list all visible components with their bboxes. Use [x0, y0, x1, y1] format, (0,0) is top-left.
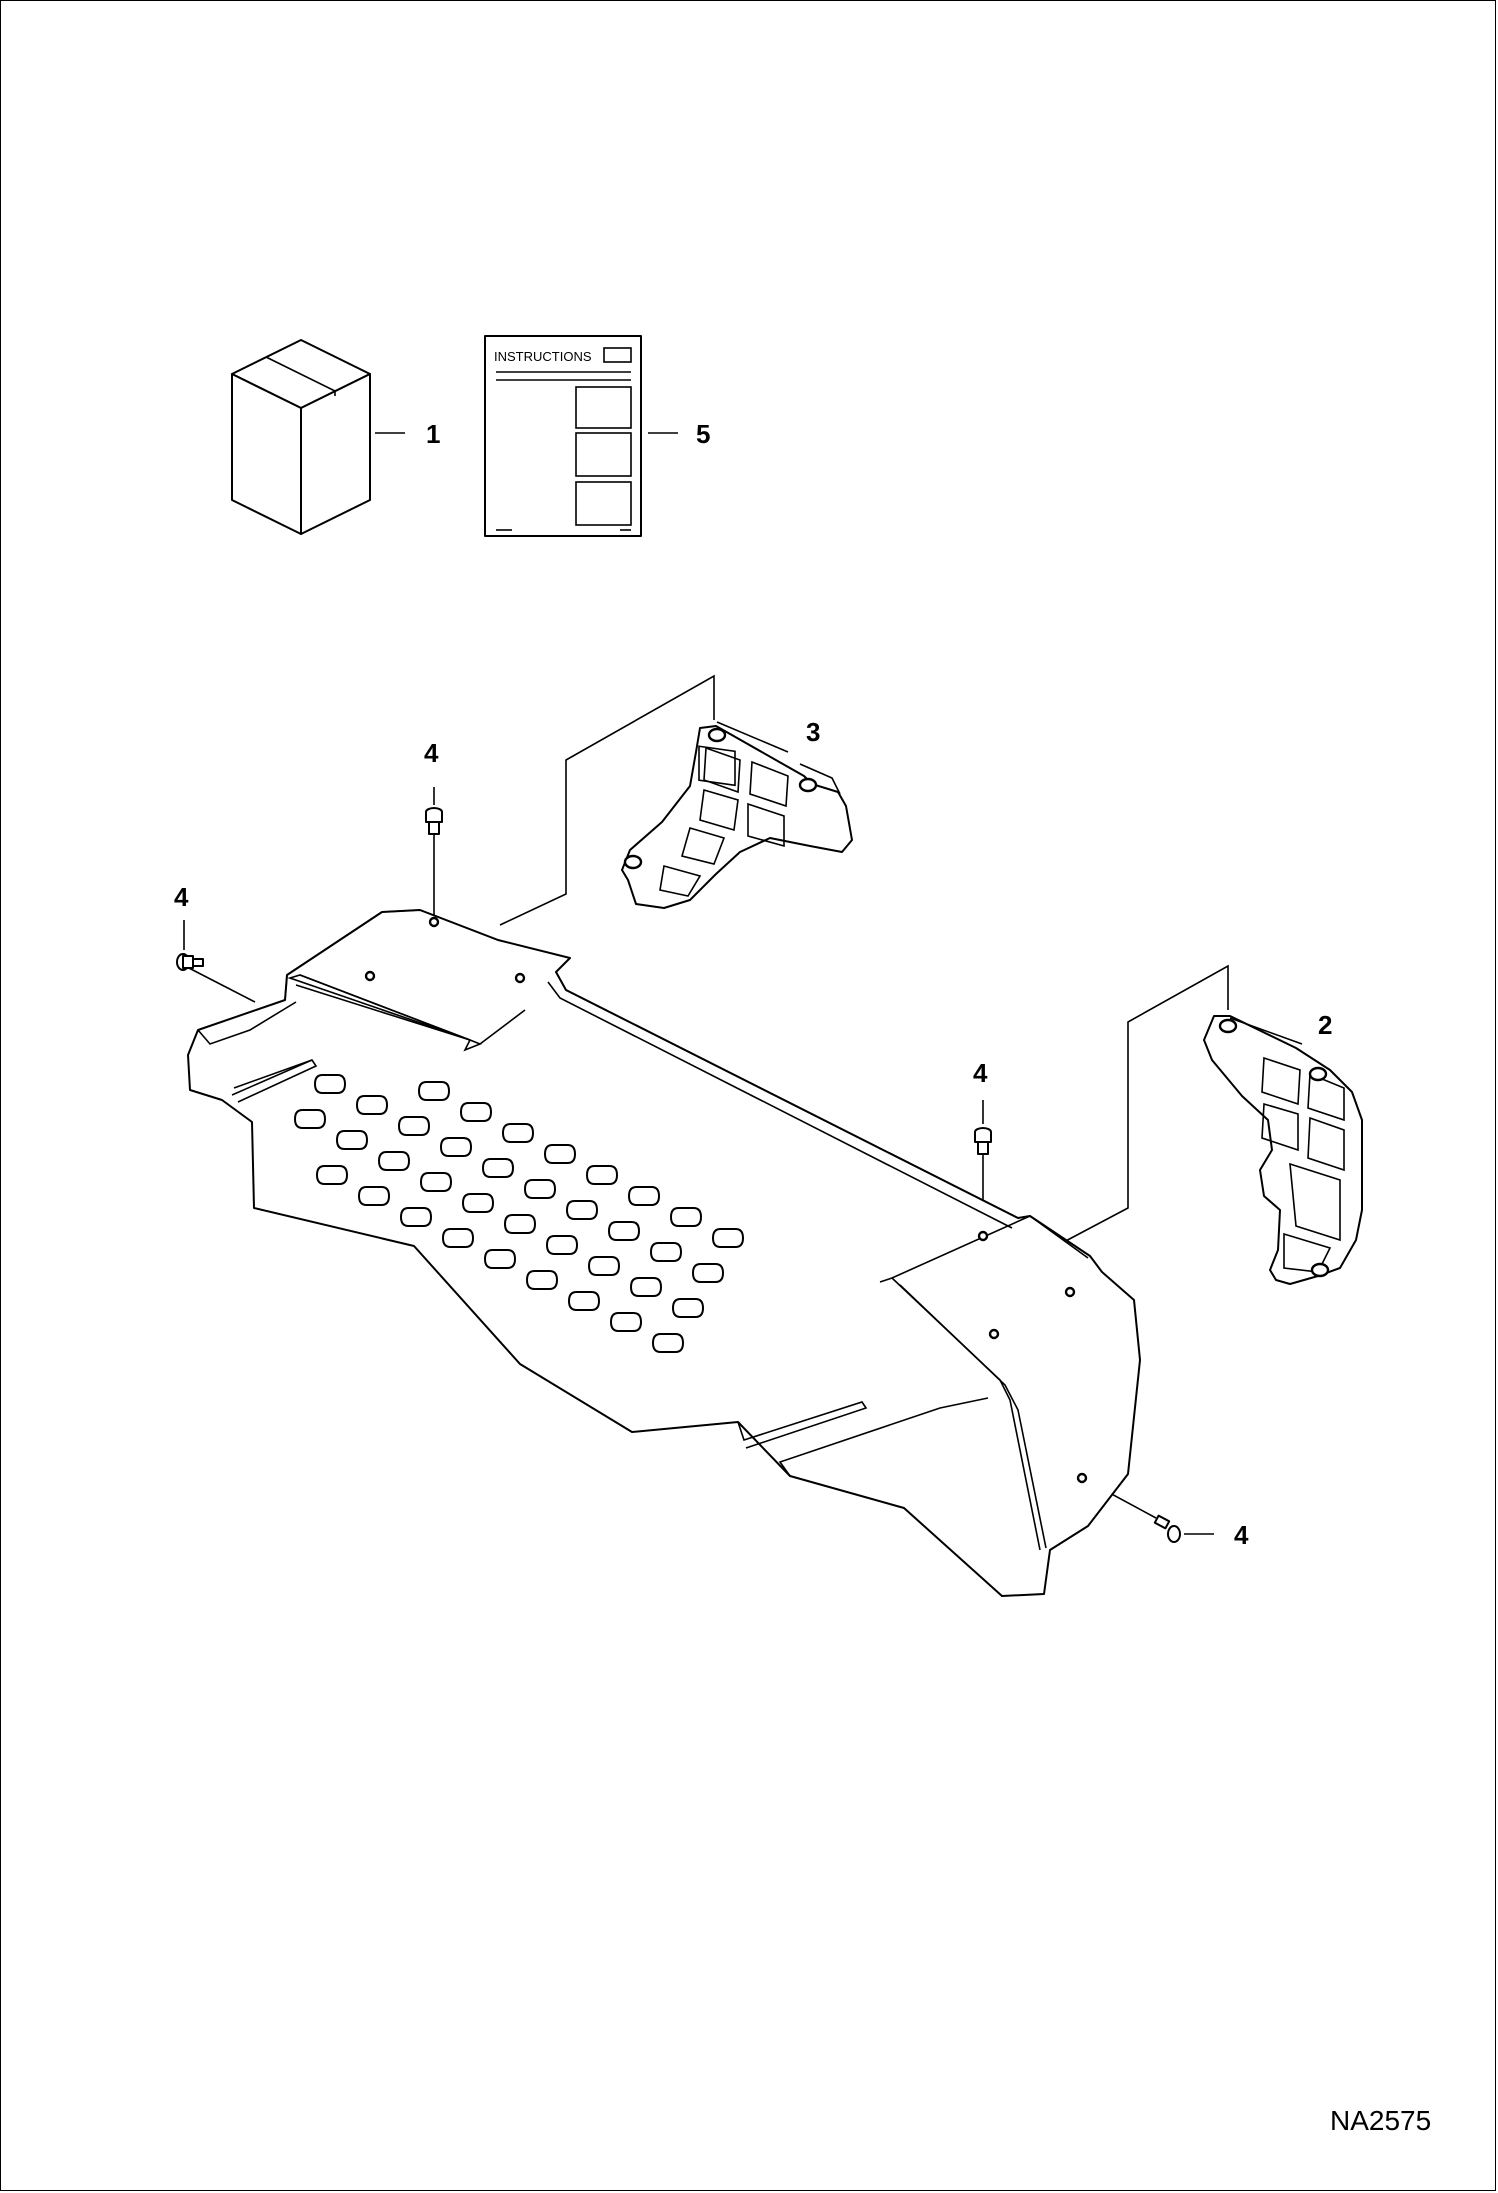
step-opening	[607, 1221, 641, 1241]
step-opening	[357, 1186, 391, 1206]
instructions-label: INSTRUCTIONS	[494, 349, 592, 364]
step-opening	[441, 1228, 475, 1248]
kit-box-icon	[231, 339, 371, 535]
step-opening	[523, 1179, 557, 1199]
step-opening	[629, 1277, 663, 1297]
callout-3: 3	[806, 717, 820, 747]
step-opening	[567, 1291, 601, 1311]
leader-line-3	[716, 721, 789, 753]
step-opening	[313, 1074, 347, 1094]
step-opening	[525, 1270, 559, 1290]
callout-2: 2	[1318, 1010, 1332, 1040]
step-opening	[711, 1228, 745, 1248]
step-opening	[335, 1130, 369, 1150]
step-opening	[501, 1123, 535, 1143]
step-opening	[543, 1144, 577, 1164]
step-opening	[651, 1333, 685, 1353]
callout-5: 5	[696, 419, 710, 449]
step-grid	[293, 1074, 745, 1353]
step-opening	[671, 1298, 705, 1318]
callout-4-bottom-right: 4	[1234, 1520, 1249, 1550]
left-bracket	[621, 725, 853, 909]
step-opening	[397, 1116, 431, 1136]
step-opening	[419, 1172, 453, 1192]
step-opening	[481, 1158, 515, 1178]
callout-4-top-left: 4	[424, 738, 439, 768]
step-opening	[355, 1095, 389, 1115]
step-opening	[315, 1165, 349, 1185]
callout-1: 1	[426, 419, 440, 449]
step-opening	[669, 1207, 703, 1227]
step-opening	[483, 1249, 517, 1269]
callout-4-top-right: 4	[973, 1058, 988, 1088]
step-opening	[399, 1207, 433, 1227]
callout-4-left: 4	[174, 882, 189, 912]
bolt-top-right-icon	[974, 1127, 992, 1155]
step-opening	[691, 1263, 725, 1283]
bolt-top-left-icon	[425, 807, 443, 835]
step-opening	[293, 1109, 327, 1129]
step-opening	[377, 1151, 411, 1171]
step-opening	[565, 1200, 599, 1220]
step-opening	[503, 1214, 537, 1234]
step-opening	[627, 1186, 661, 1206]
right-bracket	[1203, 1015, 1363, 1285]
step-opening	[609, 1312, 643, 1332]
instructions-manual-icon: INSTRUCTIONS	[484, 335, 642, 537]
step-opening	[417, 1081, 451, 1101]
bolt-bottom-right-icon	[1153, 1514, 1181, 1543]
step-opening	[439, 1137, 473, 1157]
step-opening	[459, 1102, 493, 1122]
step-opening	[461, 1193, 495, 1213]
bolt-left-icon	[176, 953, 204, 971]
step-opening	[585, 1165, 619, 1185]
step-opening	[649, 1242, 683, 1262]
step-opening	[545, 1235, 579, 1255]
leader-line-2	[1229, 1017, 1303, 1045]
step-opening	[587, 1256, 621, 1276]
drawing-id: NA2575	[1330, 2105, 1431, 2136]
